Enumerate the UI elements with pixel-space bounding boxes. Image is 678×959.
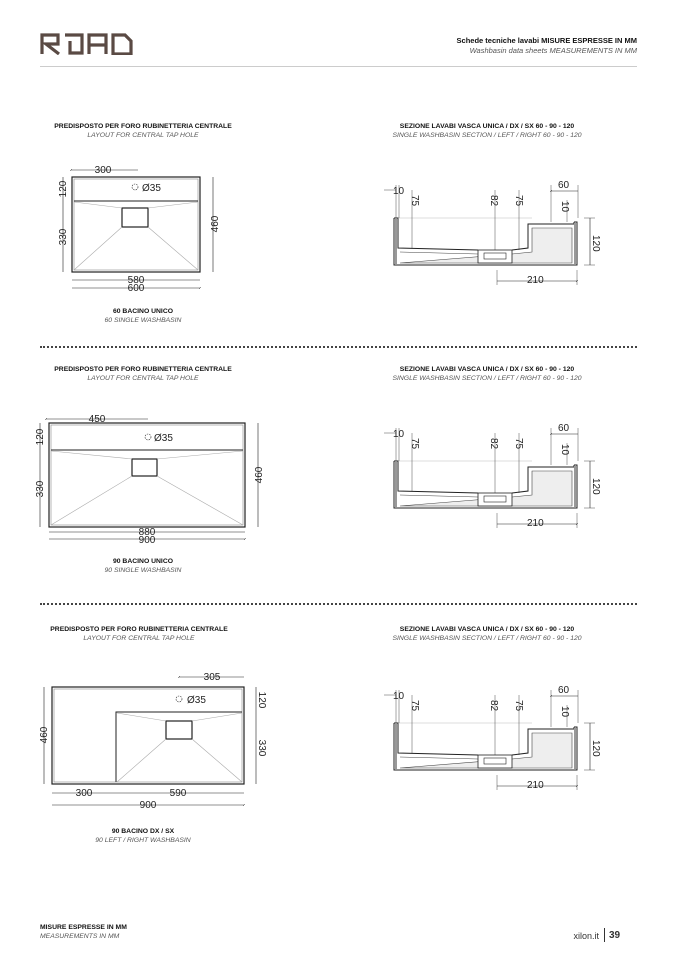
dim-shelf-thickness: 10 xyxy=(559,444,570,456)
plan-2-drawing xyxy=(39,419,259,539)
dim-basin: 330 xyxy=(58,228,69,245)
dim-inner: 590 xyxy=(170,788,187,799)
brand-logo xyxy=(40,33,134,60)
dim-edge: 10 xyxy=(393,186,405,197)
dim-tap-offset: 450 xyxy=(89,414,106,425)
section-divider xyxy=(40,603,637,605)
plan-3-title-it: PREDISPOSTO PER FORO RUBINETTERIA CENTRA… xyxy=(50,626,228,633)
dim-width: 210 xyxy=(527,275,544,286)
header-titles: Schede tecniche lavabi MISURE ESPRESSE I… xyxy=(457,36,637,56)
dim-height: 120 xyxy=(590,740,601,757)
dim-inner: 580 xyxy=(128,275,145,286)
dim-tap-hole: Ø35 xyxy=(142,183,161,194)
section-2-title: SEZIONE LAVABI VASCA UNICA / DX / SX 60 … xyxy=(392,365,581,383)
plan-1-title: PREDISPOSTO PER FORO RUBINETTERIA CENTRA… xyxy=(54,122,232,140)
plan-2-title: PREDISPOSTO PER FORO RUBINETTERIA CENTRA… xyxy=(54,365,232,383)
dim-depth: 82 xyxy=(488,700,499,712)
header-title-it: Schede tecniche lavabi MISURE ESPRESSE I… xyxy=(456,36,637,45)
plan-3-caption-en: 90 LEFT / RIGHT WASHBASIN xyxy=(95,837,191,844)
plan-2-caption: 90 BACINO UNICO 90 SINGLE WASHBASIN xyxy=(105,557,182,575)
road-logo-icon xyxy=(40,33,133,56)
plan-3-title-en: LAYOUT FOR CENTRAL TAP HOLE xyxy=(83,635,195,642)
dim-depth: 460 xyxy=(39,726,50,743)
dim-inner: 880 xyxy=(139,527,156,538)
dim-depth: 460 xyxy=(210,215,221,232)
plan-2-caption-it: 90 BACINO UNICO xyxy=(112,558,174,565)
plan-2-caption-en: 90 SINGLE WASHBASIN xyxy=(104,567,182,574)
footer-separator xyxy=(604,928,605,942)
page-number: 39 xyxy=(609,930,621,941)
dim-75-right: 75 xyxy=(513,700,524,712)
footer-note: MISURE ESPRESSE IN MM MEASUREMENTS IN MM xyxy=(40,923,127,941)
dim-shelf-thickness: 10 xyxy=(559,201,570,213)
footer-site: xilon.it xyxy=(573,931,599,941)
section-2-title-en: SINGLE WASHBASIN SECTION / LEFT / RIGHT … xyxy=(392,375,582,382)
dim-75-right: 75 xyxy=(513,195,524,207)
plan-1-title-it: PREDISPOSTO PER FORO RUBINETTERIA CENTRA… xyxy=(54,123,232,130)
dim-edge: 10 xyxy=(393,691,405,702)
dim-width: 210 xyxy=(527,518,544,529)
section-2-drawing: 10 75 82 75 60 10 120 210 xyxy=(384,423,601,529)
dim-top: 120 xyxy=(58,180,69,197)
dim-height: 120 xyxy=(590,235,601,252)
plan-1-dimensions: 300 Ø35 120 330 460 580 600 xyxy=(58,165,221,294)
dim-basin: 330 xyxy=(35,480,46,497)
dim-basin: 330 xyxy=(256,740,267,757)
dim-depth: 460 xyxy=(254,466,265,483)
dim-shelf: 300 xyxy=(76,788,93,799)
dim-75-right: 75 xyxy=(513,438,524,450)
plan-3-caption-it: 90 BACINO DX / SX xyxy=(111,828,175,835)
dim-tap-offset: 305 xyxy=(204,672,221,683)
dim-75-left: 75 xyxy=(409,438,420,450)
dim-outer: 600 xyxy=(128,283,145,294)
dim-width: 210 xyxy=(527,780,544,791)
section-1-title: SEZIONE LAVABI VASCA UNICA / DX / SX 60 … xyxy=(392,122,581,140)
dim-outer: 900 xyxy=(139,535,156,546)
plan-1-caption-en: 60 SINGLE WASHBASIN xyxy=(104,317,182,324)
plan-2-title-en: LAYOUT FOR CENTRAL TAP HOLE xyxy=(87,375,199,382)
section-3-title-en: SINGLE WASHBASIN SECTION / LEFT / RIGHT … xyxy=(392,635,582,642)
dim-height: 120 xyxy=(590,478,601,495)
section-1-drawing: 10 75 82 75 60 10 120 210 xyxy=(384,180,601,286)
dim-shelf: 60 xyxy=(558,423,570,434)
header-title-en: Washbasin data sheets MEASUREMENTS IN MM xyxy=(469,46,637,55)
plan-1-caption-it: 60 BACINO UNICO xyxy=(112,308,174,315)
plan-1-title-en: LAYOUT FOR CENTRAL TAP HOLE xyxy=(87,132,199,139)
section-2-title-it: SEZIONE LAVABI VASCA UNICA / DX / SX 60 … xyxy=(399,366,575,373)
section-3-title-it: SEZIONE LAVABI VASCA UNICA / DX / SX 60 … xyxy=(399,626,575,633)
dim-edge: 10 xyxy=(393,429,405,440)
plan-3-dimensions: 305 Ø35 120 330 460 300 590 900 xyxy=(39,672,267,811)
plan-2-title-it: PREDISPOSTO PER FORO RUBINETTERIA CENTRA… xyxy=(54,366,232,373)
dim-shelf-thickness: 10 xyxy=(559,706,570,718)
header-divider xyxy=(40,66,637,67)
dim-75-left: 75 xyxy=(409,700,420,712)
footer-note-it: MISURE ESPRESSE IN MM xyxy=(40,924,127,931)
dim-tap-hole: Ø35 xyxy=(154,433,173,444)
section-3-title: SEZIONE LAVABI VASCA UNICA / DX / SX 60 … xyxy=(392,625,581,643)
plan-2-dimensions: 450 Ø35 120 330 460 880 900 xyxy=(35,414,265,546)
dim-depth: 82 xyxy=(488,195,499,207)
dim-outer: 900 xyxy=(140,800,157,811)
section-1-title-it: SEZIONE LAVABI VASCA UNICA / DX / SX 60 … xyxy=(399,123,575,130)
dim-tap-hole: Ø35 xyxy=(187,695,206,706)
plan-1-caption: 60 BACINO UNICO 60 SINGLE WASHBASIN xyxy=(105,307,182,325)
dim-shelf: 60 xyxy=(558,685,570,696)
dim-depth: 82 xyxy=(488,438,499,450)
section-3-drawing: 10 75 82 75 60 10 120 210 xyxy=(384,685,601,791)
section-1-title-en: SINGLE WASHBASIN SECTION / LEFT / RIGHT … xyxy=(392,132,582,139)
plan-1-drawing xyxy=(62,170,214,288)
dim-shelf: 60 xyxy=(558,180,570,191)
section-divider xyxy=(40,346,637,348)
dim-75-left: 75 xyxy=(409,195,420,207)
dim-top: 120 xyxy=(35,428,46,445)
dim-tap-offset: 300 xyxy=(95,165,112,176)
dim-top: 120 xyxy=(256,692,267,709)
plan-3-caption: 90 BACINO DX / SX 90 LEFT / RIGHT WASHBA… xyxy=(95,827,190,845)
plan-3-drawing xyxy=(43,677,257,805)
plan-3-title: PREDISPOSTO PER FORO RUBINETTERIA CENTRA… xyxy=(50,625,228,643)
footer-note-en: MEASUREMENTS IN MM xyxy=(40,933,120,940)
